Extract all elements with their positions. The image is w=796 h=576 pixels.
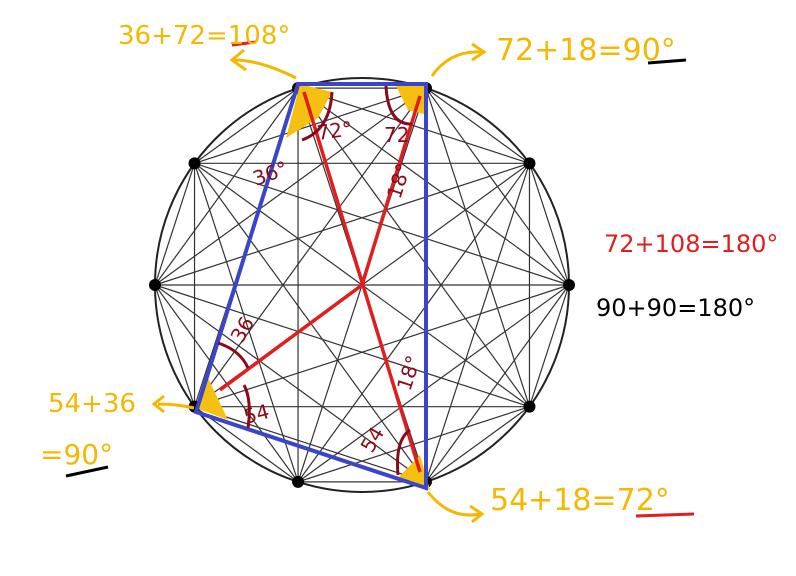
- angle-18-bottom: 18°: [392, 352, 426, 393]
- chord: [154, 284, 530, 408]
- chord: [194, 406, 427, 483]
- underline-90-top: [647, 58, 687, 65]
- highlight-top-right: [395, 84, 428, 115]
- chord: [154, 284, 427, 483]
- sum-red: 72+108=180°: [604, 230, 778, 258]
- chord: [425, 87, 530, 164]
- chord: [154, 162, 530, 286]
- angle-72-right: 72: [384, 123, 409, 147]
- angle-36-top: 36°: [250, 156, 292, 191]
- red-diameter-2: [218, 95, 422, 392]
- chord: [425, 87, 531, 407]
- annotation-top-left: 36+72=108°: [118, 21, 290, 51]
- chord: [528, 163, 570, 286]
- annotation-top-right: 72+18=90°: [496, 33, 676, 68]
- blue-quadrilateral: [193, 82, 428, 491]
- chord: [193, 163, 299, 483]
- chord: [154, 163, 196, 286]
- chord: [528, 284, 570, 407]
- underline-90-left: [65, 465, 109, 478]
- annotation-bottom-right: 54+18=72°: [490, 483, 670, 518]
- chord: [297, 87, 570, 286]
- underline-72: [635, 512, 695, 518]
- chord: [425, 406, 530, 483]
- chord: [297, 406, 530, 483]
- chord: [425, 163, 531, 483]
- annotation-left-line1: 54+36: [48, 389, 136, 419]
- vertex-dot: [188, 157, 201, 170]
- vertex-dot: [292, 475, 305, 488]
- chord: [154, 87, 427, 286]
- angle-72-left: 72°: [315, 116, 353, 145]
- annotation-arrows: [151, 42, 487, 524]
- underline-108: [231, 40, 257, 47]
- chord: [297, 284, 570, 483]
- highlight-bottom-right: [398, 455, 430, 490]
- vertex-dot: [523, 157, 536, 170]
- vertex-dot: [523, 400, 536, 413]
- annotation-left-line2: =90°: [40, 438, 113, 471]
- angle-54-left: 54: [241, 399, 272, 429]
- angle-arcs: [217, 85, 413, 476]
- chord: [194, 87, 299, 164]
- vertex-dot: [149, 279, 161, 291]
- vertex-dot: [563, 279, 575, 291]
- angle-18-top: 18°: [382, 160, 416, 201]
- sum-black: 90+90=180°: [596, 294, 755, 322]
- chord: [154, 284, 196, 407]
